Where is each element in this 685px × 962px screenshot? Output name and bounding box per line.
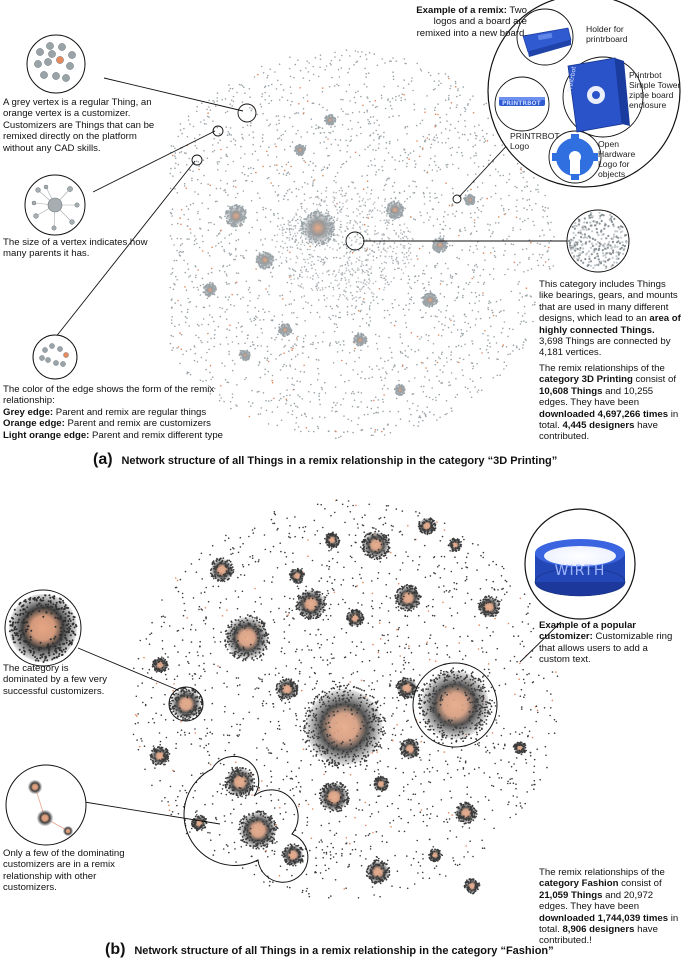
dominated-note: The category is dominated by a few very …	[3, 663, 107, 697]
size-note: The size of a vertex indicates how many …	[3, 237, 148, 260]
highlight-circles-b	[168, 662, 498, 883]
inset-vertex-size	[24, 174, 86, 236]
holder-photo	[522, 27, 572, 57]
leader-lines-b	[71, 621, 562, 825]
remix-example-note: Example of a remix: Two logos and a boar…	[416, 5, 527, 39]
edge-note: The color of the edge shows the form of …	[3, 384, 224, 441]
inset-vertex-types	[26, 34, 86, 94]
stats-3d-printing: The remix relationships of the category …	[539, 363, 679, 443]
stats-fashion: The remix relationships of the category …	[539, 867, 679, 947]
customizer-note: Example of a popular customizer: Customi…	[539, 620, 673, 666]
ring-photo: WIRTH	[524, 508, 636, 620]
inset-few	[5, 764, 87, 846]
holder-label: Holder for printrboard	[586, 24, 628, 44]
vertex-note: A grey vertex is a regular Thing, an ora…	[3, 97, 155, 154]
oh-logo-label: Open Hardware Logo for objects	[598, 139, 636, 179]
inset-connected-area	[566, 209, 630, 273]
category-note: This category includes Things like beari…	[539, 279, 681, 359]
oh-logo-photo	[552, 134, 598, 180]
enclosure-photo: Printrbot	[567, 57, 630, 133]
ring-engraving: WIRTH	[555, 563, 606, 579]
inset-dominated	[4, 589, 82, 667]
printrbot-logo-photo: PRINTRBOT	[499, 97, 545, 107]
highlight-circles-a	[191, 103, 462, 251]
network-3d-printing	[169, 49, 555, 440]
leader-lines-a	[54, 77, 568, 339]
remix-example-circle: Printrbot PRINTRBOT	[487, 0, 681, 188]
inset-edge-colors	[32, 334, 78, 380]
few-note: Only a few of the dominating customizers…	[3, 848, 125, 894]
printrbot-logo-label: PRINTRBOT Logo	[510, 131, 560, 151]
caption-a: (a) Network structure of all Things in a…	[93, 451, 558, 468]
network-fashion	[132, 499, 559, 899]
enclosure-label: Printrbot Simple Tower ziptie board encl…	[629, 70, 681, 110]
caption-b: (b) Network structure of all Things in a…	[105, 941, 554, 958]
